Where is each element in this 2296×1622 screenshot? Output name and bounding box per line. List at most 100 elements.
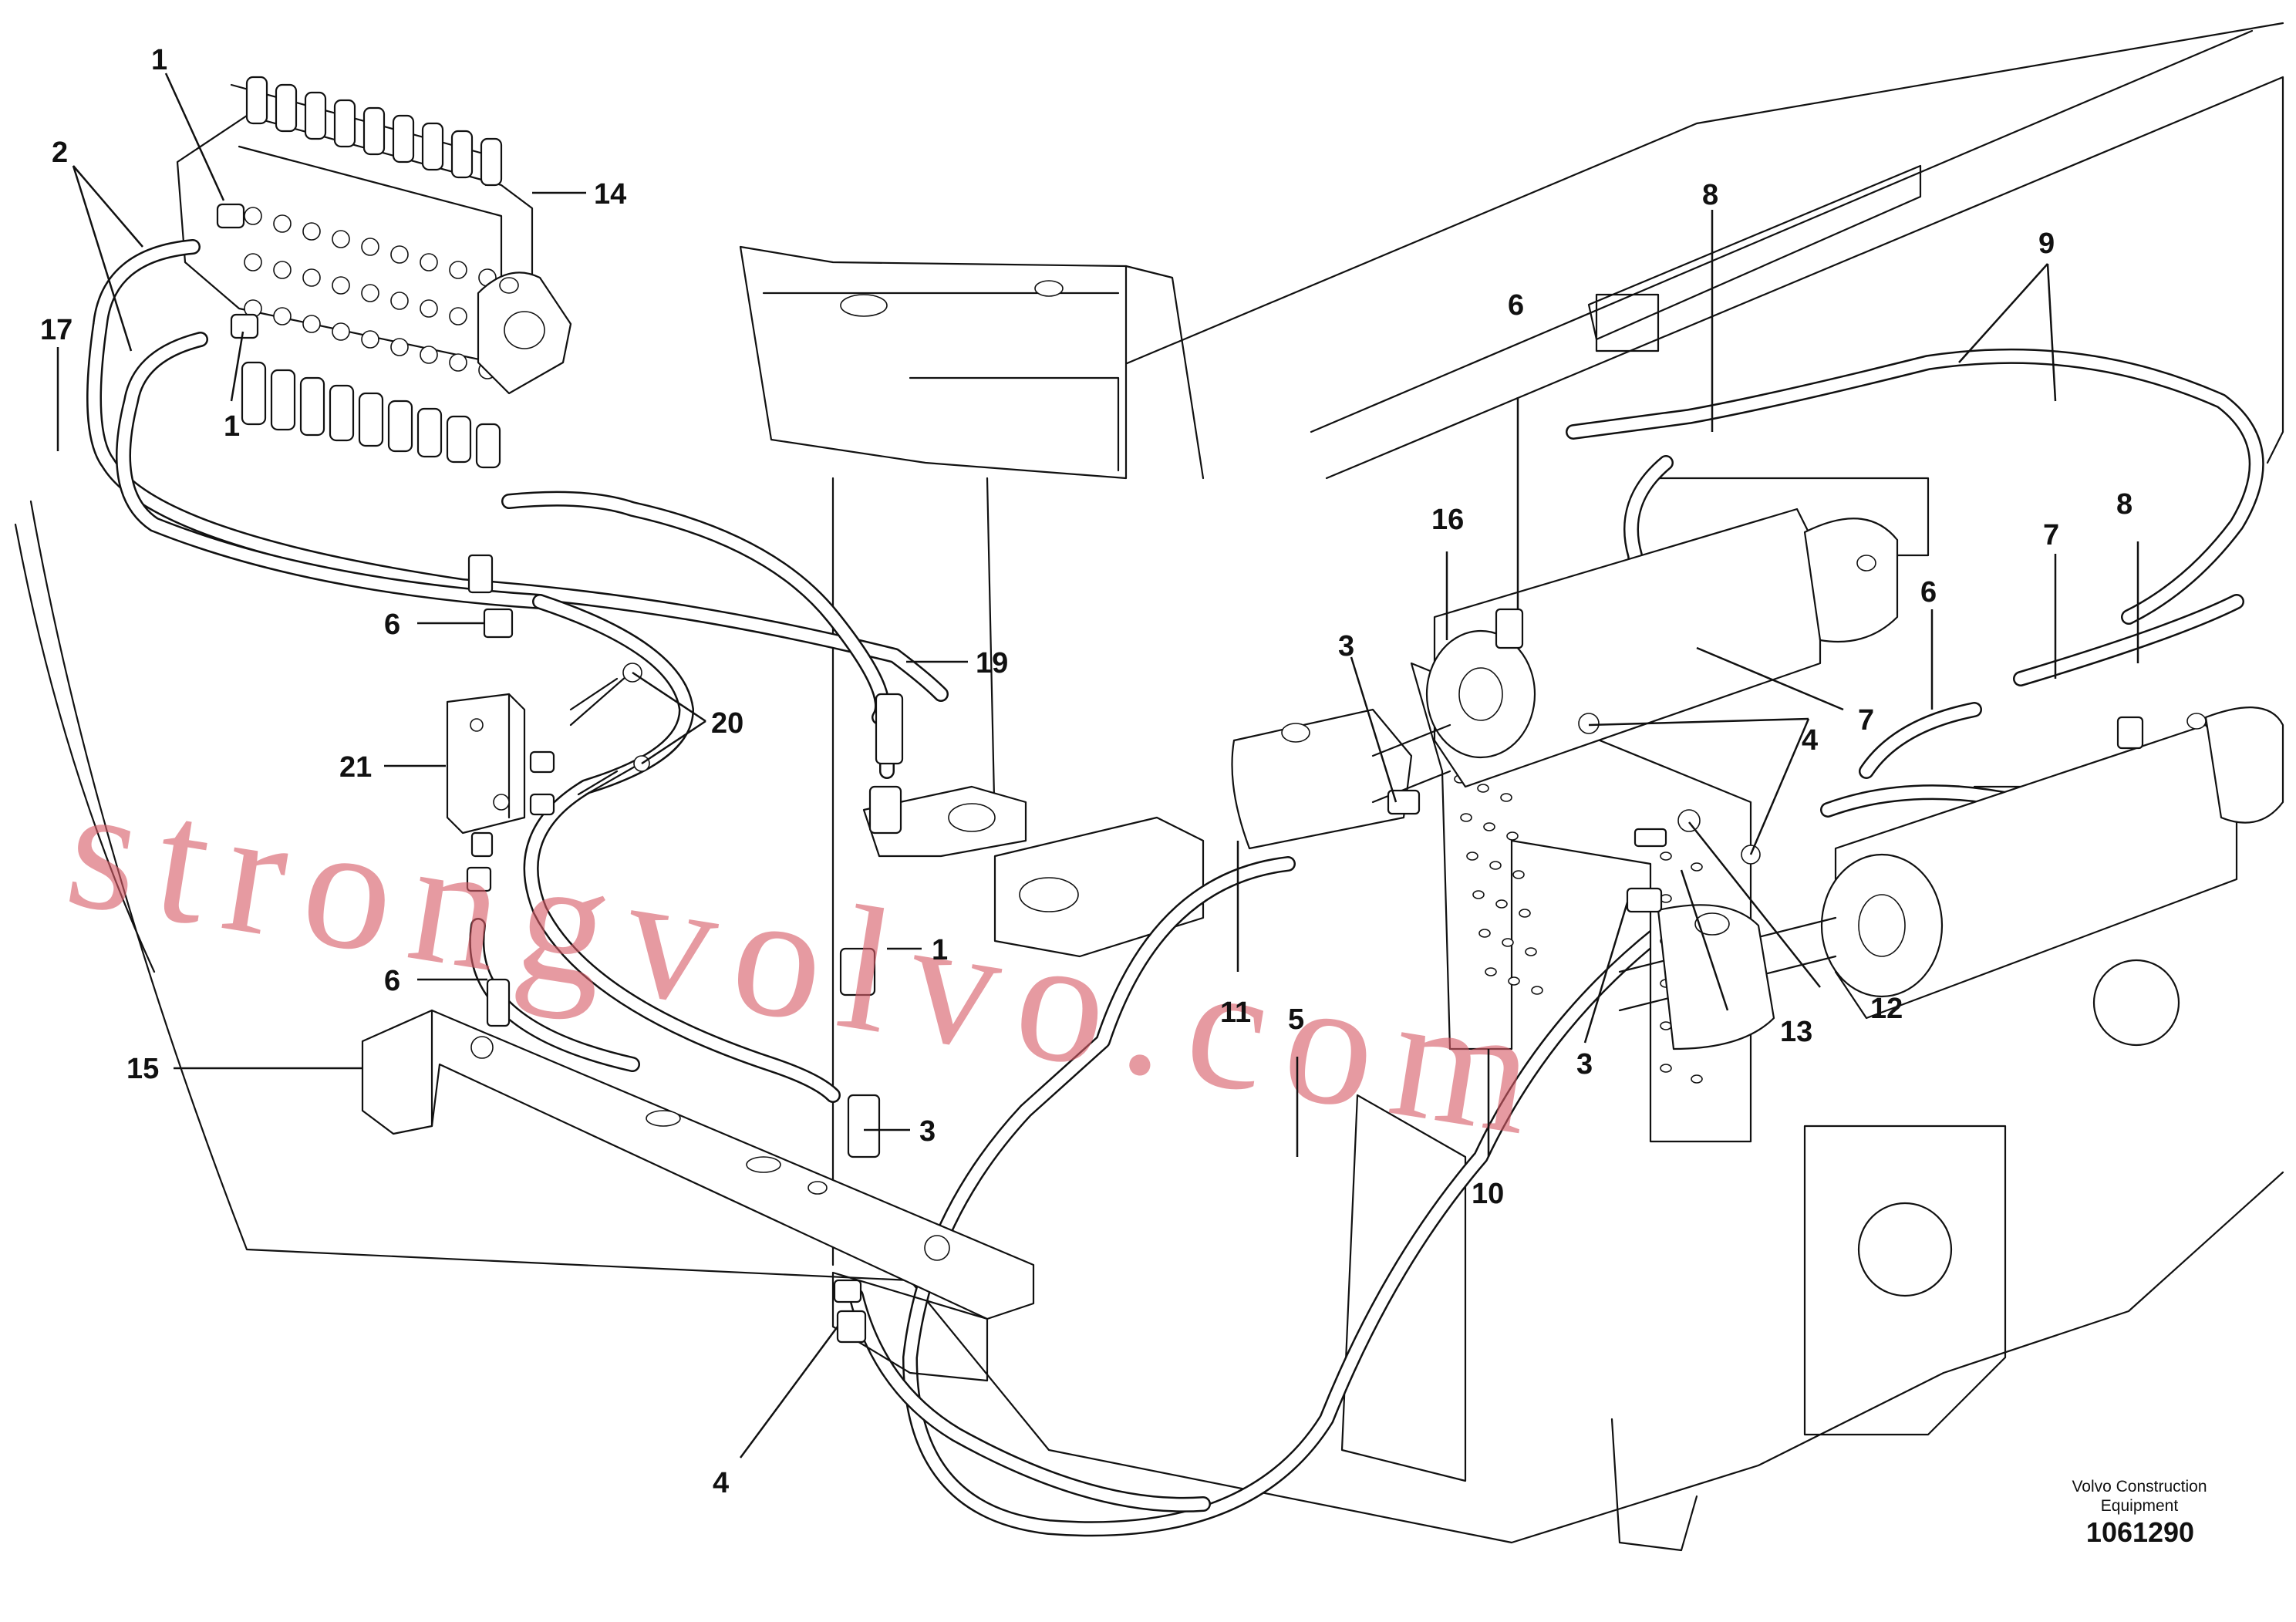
callout-6: 6 [384,609,400,641]
valve-spool [358,392,384,447]
valve-spool [446,415,472,464]
plate-hole [1502,938,1514,947]
valve-spool [333,99,356,148]
callout-20: 20 [711,707,743,740]
plate-hole [1519,909,1531,918]
plate-hole [1660,894,1672,903]
fasteners [569,677,1761,913]
inline-fittings [486,693,904,1344]
valve-spool [416,407,443,458]
plate-hole [1466,851,1478,861]
crossmember-bracket [361,1009,1035,1382]
callout-labels: 1 1 1 2 17 14 19 20 21 6 6 6 6 15 3 3 3 … [40,44,2132,1499]
callout-7: 7 [2043,519,2059,551]
plate-hole [1485,967,1497,976]
valve-port [449,353,467,372]
valve-spool [245,76,268,125]
valve-end-cap [477,271,572,395]
plate-hole [1472,890,1485,899]
valve-port [390,292,409,310]
callout-6: 6 [384,965,400,997]
callout-21: 21 [339,751,372,784]
callout-14: 14 [594,178,626,211]
callout-2: 2 [52,137,68,169]
valve-port [361,330,379,349]
plate-hole [1508,976,1520,986]
callout-4: 4 [1802,724,1818,757]
callout-8: 8 [1702,179,1718,211]
valve-spool [362,106,386,156]
callout-7: 7 [1858,704,1874,737]
valve-port [420,253,438,271]
valve-port [449,261,467,279]
valve-port [332,230,350,248]
callout-12: 12 [1870,993,1903,1025]
callout-16: 16 [1431,504,1464,536]
valve-port [361,238,379,256]
callout-19: 19 [976,647,1008,679]
plate-hole [1495,899,1508,909]
steering-cylinder-left [1231,508,1899,850]
valve-port [273,214,292,233]
callout-3: 3 [1576,1048,1593,1081]
plate-hole [1660,1064,1672,1073]
plate-hole [1660,1021,1672,1030]
plate-hole [1660,851,1672,861]
callout-1: 1 [224,410,240,443]
valve-spool [304,91,327,140]
brand-caption: Volvo Construction Equipment [2072,1478,2207,1515]
valve-port [420,346,438,364]
plate-hole [1525,947,1537,956]
valve-port [273,307,292,325]
valve-spool [387,400,413,453]
callout-3: 3 [1338,630,1354,663]
callout-8: 8 [2116,488,2132,521]
callout-4: 4 [713,1467,729,1499]
plate-hole [1512,870,1525,879]
callout-6: 6 [1920,576,1937,609]
callout-1: 1 [151,44,167,76]
valve-port [390,245,409,264]
callout-10: 10 [1472,1178,1504,1210]
valve-spool [392,114,415,164]
valve-port [302,315,321,333]
callout-6: 6 [1508,289,1524,322]
plate-hole [1477,784,1489,793]
valve-spool [275,83,298,133]
machine-frame [14,22,2284,1552]
callout-17: 17 [40,314,72,346]
plate-hole [1460,813,1472,822]
callout-3: 3 [919,1115,936,1148]
valve-adapters [216,203,259,339]
plate-hole [1478,929,1491,938]
plate-hole [1500,793,1512,802]
callout-13: 13 [1780,1016,1812,1048]
valve-port [244,253,262,271]
plate-hole [1489,861,1502,870]
valve-spool [329,384,355,442]
callout-5: 5 [1288,1003,1304,1036]
valve-spool [475,423,501,469]
valve-port [302,268,321,287]
valve-port [273,261,292,279]
callout-1: 1 [932,934,948,966]
plate-hole [1691,862,1703,872]
plate-hole [1483,822,1495,831]
callout-15: 15 [126,1053,159,1085]
valve-spool [450,130,474,179]
valve-port [390,338,409,356]
plate-hole [1531,986,1543,995]
valve-port [302,222,321,241]
distributor-block [446,554,650,892]
valve-spool [421,122,444,171]
valve-port [244,207,262,225]
plate-hole [1691,1074,1703,1084]
valve-port [449,307,467,325]
valve-port [420,299,438,318]
callout-11: 11 [1220,996,1251,1029]
plate-hole [1506,831,1519,841]
valve-spool [241,361,267,426]
callout-leaders [56,73,2139,1458]
callout-9: 9 [2038,228,2055,260]
valve-port [332,322,350,341]
